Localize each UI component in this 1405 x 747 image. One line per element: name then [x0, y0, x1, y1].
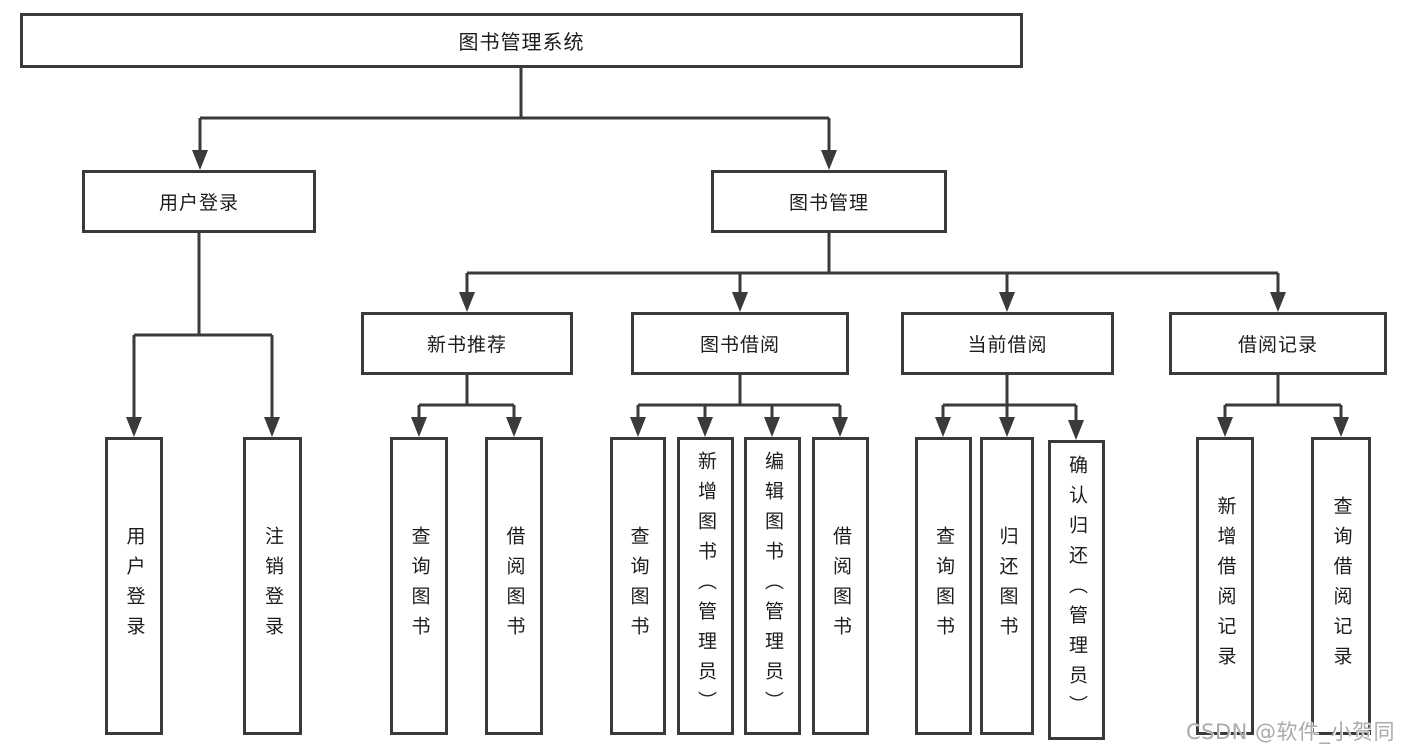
leaf-nbr-query-books: 查询图书: [390, 437, 448, 735]
leaf-br-query-record: 查询借阅记录: [1311, 437, 1371, 735]
leaf-br-add-record: 新增借阅记录: [1196, 437, 1254, 735]
leaf-cb-return-books: 归还图书: [980, 437, 1034, 735]
node-borrowing-records: 借阅记录: [1169, 312, 1387, 375]
node-current-borrowing: 当前借阅: [901, 312, 1114, 375]
leaf-nbr-borrow-books: 借阅图书: [485, 437, 543, 735]
node-book-borrowing: 图书借阅: [631, 312, 849, 375]
leaf-cb-confirm-return-admin: 确认归还（管理员）: [1048, 440, 1105, 740]
node-book-management: 图书管理: [711, 170, 947, 233]
leaf-bb-edit-books-admin: 编辑图书（管理员）: [744, 437, 801, 735]
node-new-book-recommend: 新书推荐: [361, 312, 573, 375]
node-user-login: 用户登录: [82, 170, 316, 233]
leaf-bb-borrow-books: 借阅图书: [812, 437, 869, 735]
node-library-management-system: 图书管理系统: [20, 13, 1023, 68]
leaf-user-login: 用户登录: [105, 437, 163, 735]
leaf-logout: 注销登录: [243, 437, 302, 735]
leaf-cb-query-books: 查询图书: [915, 437, 972, 735]
watermark: CSDN @软件_小贺同学: [1186, 720, 1396, 744]
leaf-bb-query-books: 查询图书: [610, 437, 666, 735]
leaf-bb-add-books-admin: 新增图书（管理员）: [677, 437, 734, 735]
